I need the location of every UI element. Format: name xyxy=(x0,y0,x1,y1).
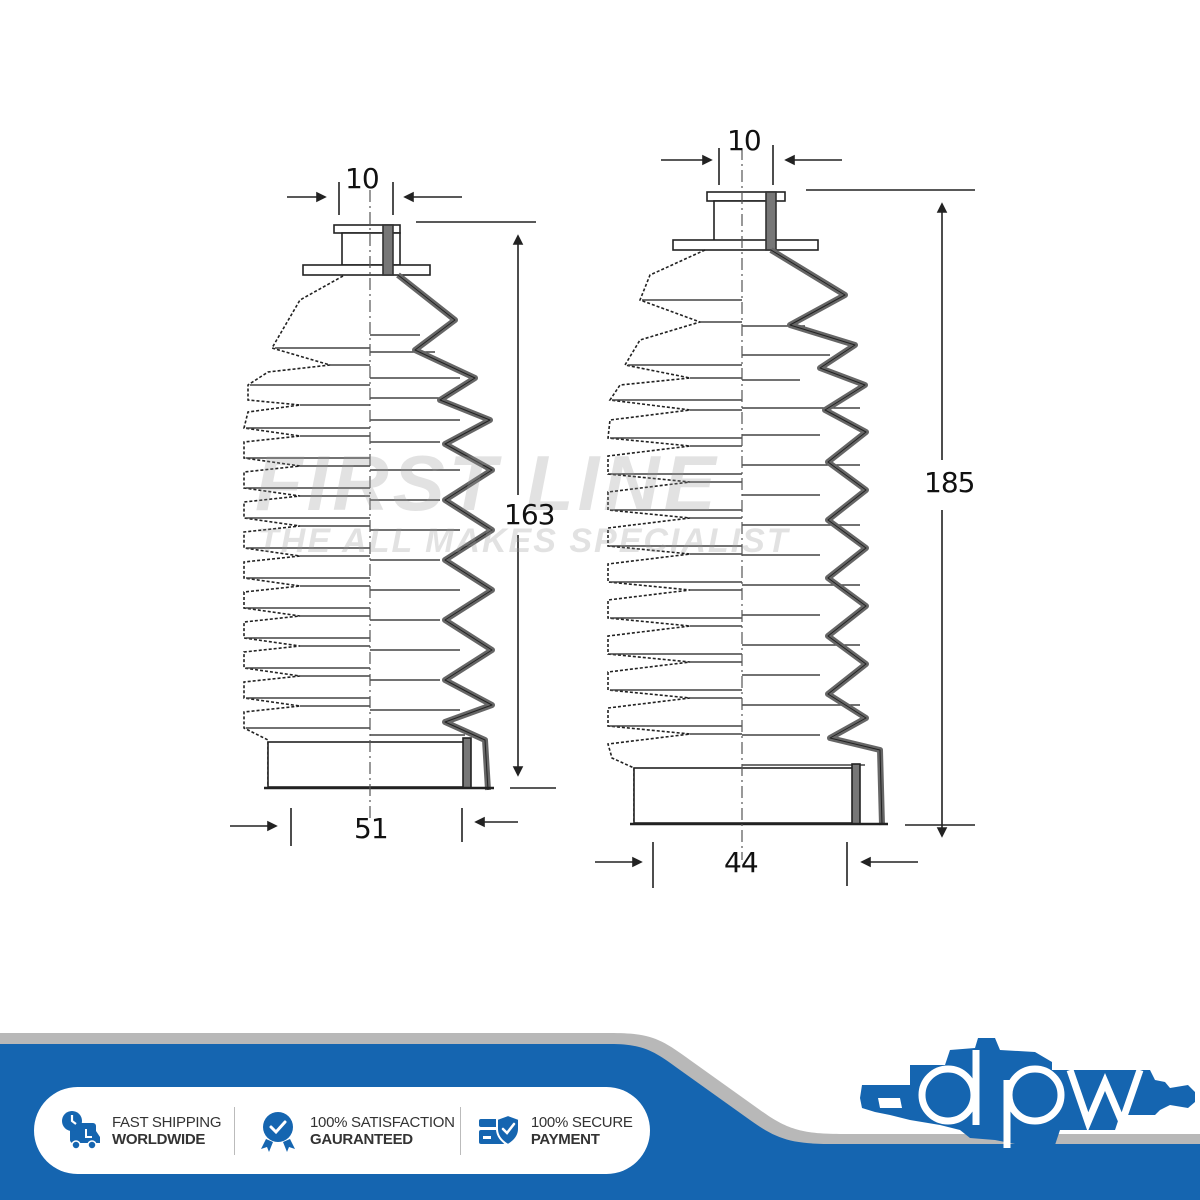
right-height-label: 185 xyxy=(924,466,975,499)
right-top-diameter-label: 10 xyxy=(727,124,762,157)
satisfaction-badge-check-icon xyxy=(260,1111,295,1152)
logo-text: dpw xyxy=(820,1030,822,1031)
trust-item-shipping: FAST SHIPPING WORLDWIDE xyxy=(58,1087,236,1174)
divider xyxy=(234,1107,235,1155)
left-boot xyxy=(243,190,495,820)
trust-badges: FAST SHIPPING WORLDWIDE 100% SATISFACTIO… xyxy=(34,1087,650,1174)
watermark-brand: FIRST LINE xyxy=(255,439,720,527)
left-top-diameter-label: 10 xyxy=(345,162,380,195)
secure-payment-line1: 100% SECURE xyxy=(530,1113,633,1131)
secure-card-shield-icon xyxy=(478,1113,520,1146)
satisfaction-line2: GAURANTEED xyxy=(309,1130,413,1148)
right-boot xyxy=(606,148,888,860)
watermark-tagline: THE ALL MAKES SPECIALIST xyxy=(258,522,790,560)
left-boot-dimensions xyxy=(230,182,556,846)
secure-payment-line2: PAYMENT xyxy=(530,1130,600,1148)
trust-item-satisfaction: 100% SATISFACTION GAURANTEED xyxy=(256,1087,463,1174)
boot-drawings-svg xyxy=(230,145,975,888)
technical-drawing: FIRST LINE THE ALL MAKES SPECIALIST 10 1… xyxy=(230,124,975,888)
right-bottom-diameter-label: 44 xyxy=(724,846,759,879)
shipping-truck-clock-icon xyxy=(62,1110,100,1150)
trust-item-secure-payment: 100% SECURE PAYMENT xyxy=(477,1087,650,1174)
left-bottom-diameter-label: 51 xyxy=(354,812,389,845)
shipping-line2: WORLDWIDE xyxy=(112,1130,206,1148)
right-boot-dimensions xyxy=(595,145,975,888)
left-height-label: 163 xyxy=(504,498,555,531)
shipping-line1: FAST SHIPPING xyxy=(112,1113,222,1131)
satisfaction-line1: 100% SATISFACTION xyxy=(309,1113,455,1131)
divider xyxy=(460,1107,461,1155)
dpw-logo[interactable]: dpw xyxy=(820,1030,1200,1150)
